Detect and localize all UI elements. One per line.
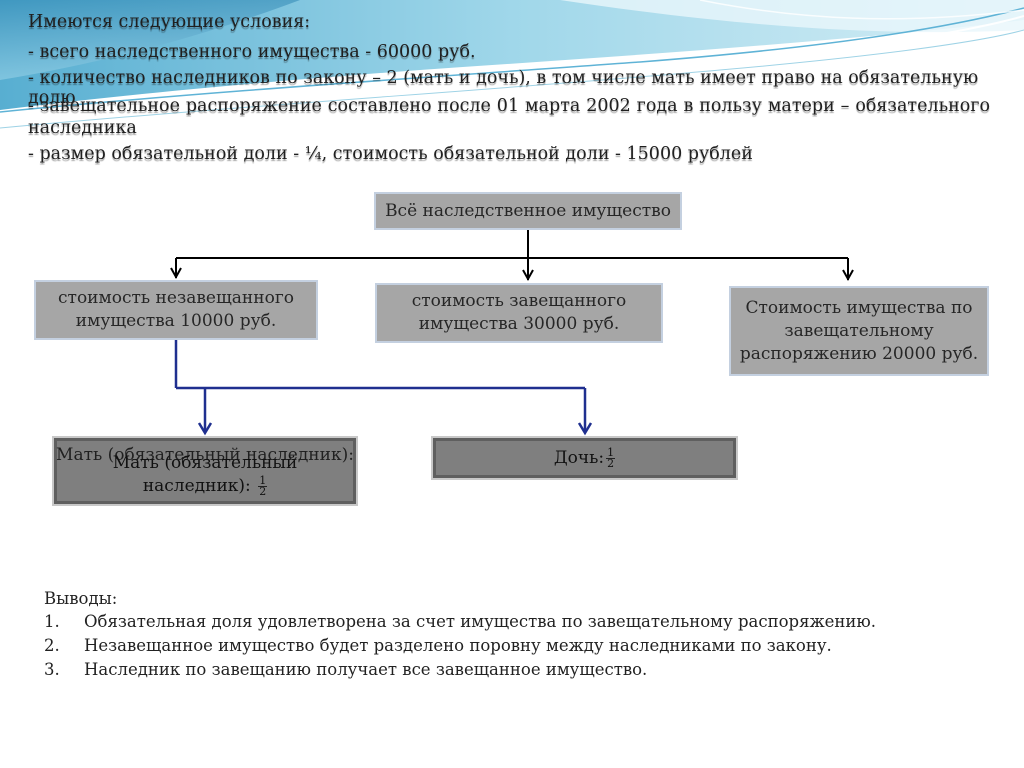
conclusion-item: 2. Незавещанное имущество будет разделен…: [44, 636, 944, 656]
conclusion-number: 1.: [44, 612, 60, 631]
conclusion-number: 2.: [44, 636, 60, 655]
daughter-label: Дочь:: [553, 447, 605, 468]
condition-obligatory-share: - размер обязательной доли - ¼, стоимост…: [28, 144, 753, 164]
condition-total-estate: - всего наследственного имущества - 6000…: [28, 42, 476, 62]
condition-will-continued: наследника: [28, 118, 137, 138]
daughter-fraction-denominator: 2: [607, 456, 615, 470]
mother-label-shadow: Мать (обязательный наследник):: [56, 445, 354, 465]
box-bequeathed-label: стоимость завещанного имущества 30000 ру…: [411, 291, 627, 334]
conclusion-item: 3. Наследник по завещанию получает все з…: [44, 660, 944, 680]
conclusion-number: 3.: [44, 660, 60, 679]
box-will-disposition-estate: Стоимость имущества по завещательному ра…: [729, 286, 989, 376]
conditions-heading: Имеются следующие условия:: [28, 12, 311, 32]
mother-label: Мать (обязательный наследник):: [112, 453, 298, 496]
box-unbequeathed-estate: стоимость незавещанного имущества 10000 …: [34, 280, 318, 340]
box-unbequeathed-label: стоимость незавещанного имущества 10000 …: [58, 288, 294, 331]
box-will-disposition-label: Стоимость имущества по завещательному ра…: [739, 297, 979, 364]
mother-fraction-denominator: 2: [259, 485, 267, 498]
condition-heirs: - количество наследников по закону – 2 (…: [28, 68, 979, 108]
conclusion-item: 1. Обязательная доля удовлетворена за сч…: [44, 612, 944, 632]
box-daughter-share: Дочь: 1 2: [431, 436, 738, 480]
conclusion-text: Незавещанное имущество будет разделено п…: [84, 636, 832, 655]
conclusion-text: Обязательная доля удовлетворена за счет …: [84, 612, 877, 631]
condition-will: - завещательное распоряжение составлено …: [28, 96, 990, 116]
box-mother-share: Мать (обязательный наследник): Мать (обя…: [52, 436, 358, 506]
box-bequeathed-estate: стоимость завещанного имущества 30000 ру…: [375, 283, 663, 343]
mother-share-text: Мать (обязательный наследник): 1 2: [54, 452, 356, 498]
conclusion-text: Наследник по завещанию получает все заве…: [84, 660, 648, 679]
mother-fraction-numerator: 1: [258, 474, 268, 487]
daughter-fraction: 1 2: [606, 445, 616, 470]
root-box-label: Всё наследственное имущество: [385, 200, 671, 221]
mother-fraction: 1 2: [258, 474, 268, 498]
root-box-total-estate: Всё наследственное имущество: [374, 192, 682, 230]
conclusions-heading: Выводы:: [44, 589, 118, 608]
daughter-fraction-numerator: 1: [606, 445, 616, 459]
